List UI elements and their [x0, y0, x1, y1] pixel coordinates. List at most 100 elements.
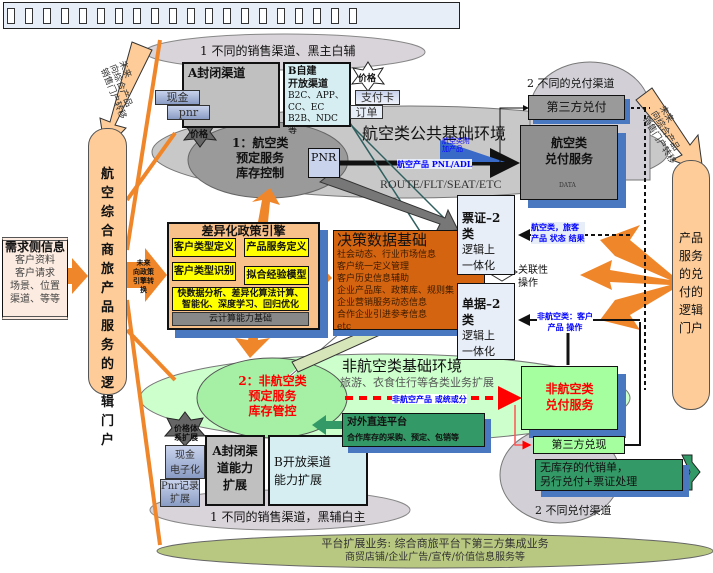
- payment-channel-bottom-title: 2 不同兑付渠道: [535, 504, 612, 517]
- product-service-definition: 产品服务定义: [244, 238, 309, 257]
- relation-operation-label: 关联性 操作: [518, 264, 548, 290]
- missing-glyph-icon: [187, 7, 195, 24]
- missing-glyph-icon: [61, 7, 69, 24]
- pnr-extension-box: Pnr记录 扩展: [160, 479, 200, 507]
- third-party-redeem-box: 第三方兑现: [533, 436, 625, 454]
- platform-ext-sub: 商贸店铺/企业广告/宣传/价值信息服务等: [344, 552, 526, 563]
- label-line: 逻辑上: [462, 243, 495, 256]
- cash-electronic-box: 现金 电子化: [165, 445, 205, 479]
- aviation-payment-service-box: 航空类 兑付服务: [520, 125, 618, 200]
- decision-item: 企业营销服务动态信息: [337, 298, 428, 308]
- aviation-status-label: 航空类，旅客 产品 状态 结果: [531, 222, 585, 244]
- fitted-experience-model: 拟合经验模型: [244, 266, 309, 285]
- non-aviation-booking-label: 2：非航空类 预定服务 库存管控: [230, 374, 315, 419]
- label-line: 航空类附: [442, 137, 470, 145]
- document-title: 单据–2类: [462, 297, 501, 327]
- missing-glyph-icon: [133, 7, 141, 24]
- label-line: 智能化、深度学习、回归优化: [181, 300, 299, 310]
- label-line: 航空类，旅客: [531, 222, 579, 232]
- label-line: 逻辑上: [462, 329, 495, 342]
- open-channel-title: B自建: [288, 66, 317, 77]
- price-label-1: 价格: [190, 130, 209, 140]
- policy-engine-title: 差异化政策引擎: [201, 224, 286, 238]
- label-line: 非航空类：客户: [537, 311, 593, 321]
- portal-line-3: [125, 131, 177, 202]
- engine-down-arrow: [235, 330, 270, 358]
- third-party-payment-box: 第三方兑付: [528, 95, 625, 120]
- label-line: 向政策: [133, 267, 154, 276]
- direct-platform-box: 对外直连平台 合作库存的采购、预定、包销等: [342, 413, 485, 447]
- missing-glyph-icon: [43, 7, 51, 24]
- platform-ext-title: 平台扩展业务: 综合商旅平台下第三方集成业务: [321, 537, 549, 550]
- label-line: 关联性: [518, 265, 548, 276]
- route-label: ROUTE/FLT/SEAT/ETC: [380, 177, 502, 191]
- label-line: 道能力: [216, 461, 253, 475]
- aviation-booking-label: 1：航空类 预定服务 库存控制: [232, 136, 288, 181]
- pnl-adl-label: 航空产品 PNL/ADL: [397, 159, 473, 169]
- missing-glyph-icon: [25, 7, 33, 24]
- missing-glyph-icon: [259, 7, 267, 24]
- label-line: 预定服务: [236, 151, 285, 165]
- policy-arrow-text: 未来 向政策 引擎转 换: [133, 258, 154, 294]
- engine-to-decision-arrow: [320, 265, 332, 290]
- missing-glyph-icon: [97, 7, 105, 24]
- label-line: 未来: [136, 258, 151, 267]
- label-line: 系扩展: [174, 432, 198, 442]
- missing-glyph-icon: [7, 7, 15, 24]
- label-line: 库存管控: [248, 404, 297, 418]
- document-box: 单据–2类 逻辑上 一体化: [457, 283, 515, 360]
- customer-type-recognition: 客户类型识别: [172, 262, 236, 281]
- label-line: 电子化: [170, 465, 200, 476]
- green-platform-arrowhead: [312, 415, 326, 435]
- label-line: 扩展: [170, 494, 190, 505]
- platform-ext-ellipse: [156, 533, 713, 569]
- label-line: 2：非航空类: [238, 374, 307, 388]
- policy-arrow: [127, 248, 167, 302]
- future-portal-arrow-right: [635, 87, 704, 173]
- label-line: 引擎转: [133, 276, 154, 285]
- top-channel-title: 1 不同的销售渠道、黑主白辅: [200, 44, 356, 58]
- missing-glyph-icon: [223, 7, 231, 24]
- analytics-box: 快数据分析、差异化算法计算、 智能化、深度学习、回归优化: [172, 287, 309, 311]
- open-channel-sub: 开放渠道: [288, 79, 328, 90]
- demand-item: 客户请求: [15, 268, 55, 279]
- aviation-env-title: 航空类公共基础环境: [362, 124, 507, 143]
- platform-sub: 合作库存的采购、预定、包销等: [347, 432, 459, 442]
- missing-glyph-icon: [349, 7, 357, 24]
- label-line: 操作: [518, 278, 538, 289]
- demand-item: 场景、位置: [10, 281, 60, 292]
- missing-glyph-icon: [331, 7, 339, 24]
- platform-ext-label: 平台扩展业务: 综合商旅平台下第三方集成业务 商贸店铺/企业广告/宣传/价值信息…: [200, 537, 670, 565]
- label-line: 无库存的代销单，: [540, 461, 628, 474]
- label-line: 兑付服务: [545, 398, 594, 412]
- non-aviation-env-subtitle: 旅游、衣食住行等各类业务扩展: [340, 376, 494, 389]
- order-box: 订单: [350, 105, 383, 119]
- label-line: 现金: [175, 450, 195, 461]
- label-line: 非航空类: [545, 382, 594, 396]
- to-third-party-line: [499, 105, 529, 165]
- missing-glyph-icon: [295, 7, 303, 24]
- decision-item: 合作企业引进参考信息: [337, 310, 428, 320]
- third-party-connector: [625, 322, 641, 446]
- red-connector: [514, 405, 532, 450]
- pnr-box: pnr: [167, 105, 210, 120]
- decision-item: 企业产品库、政策库、规则集: [337, 286, 455, 296]
- missing-glyph-icon: [169, 7, 177, 24]
- non-aviation-ops-label: 非航空类：客户 产品 操作: [537, 311, 593, 333]
- card-box: 支付卡: [355, 90, 400, 105]
- decision-title: 决策数据基础: [337, 231, 428, 249]
- label-line: 兑付服务: [544, 151, 593, 166]
- label-line: Pnr记录: [161, 481, 199, 492]
- ticket-title: 票证–2类: [462, 211, 501, 241]
- left-logic-portal: 航空综合商旅产品服务的逻辑门户: [88, 128, 127, 448]
- decision-item: 客户统一定义管理: [337, 262, 410, 272]
- payment-channel-top-title: 2 不同的兑付渠道: [527, 77, 615, 90]
- label-line: 加产品: [442, 145, 463, 153]
- open-channel-item: B2C、APP、: [288, 91, 344, 101]
- data-label: DATA: [559, 182, 576, 189]
- payment-portal-arrows: [580, 225, 672, 330]
- platform-title: 对外直连平台: [347, 417, 407, 428]
- missing-glyph-icon: [277, 7, 285, 24]
- label-line: 产品 状态 结果: [531, 233, 585, 243]
